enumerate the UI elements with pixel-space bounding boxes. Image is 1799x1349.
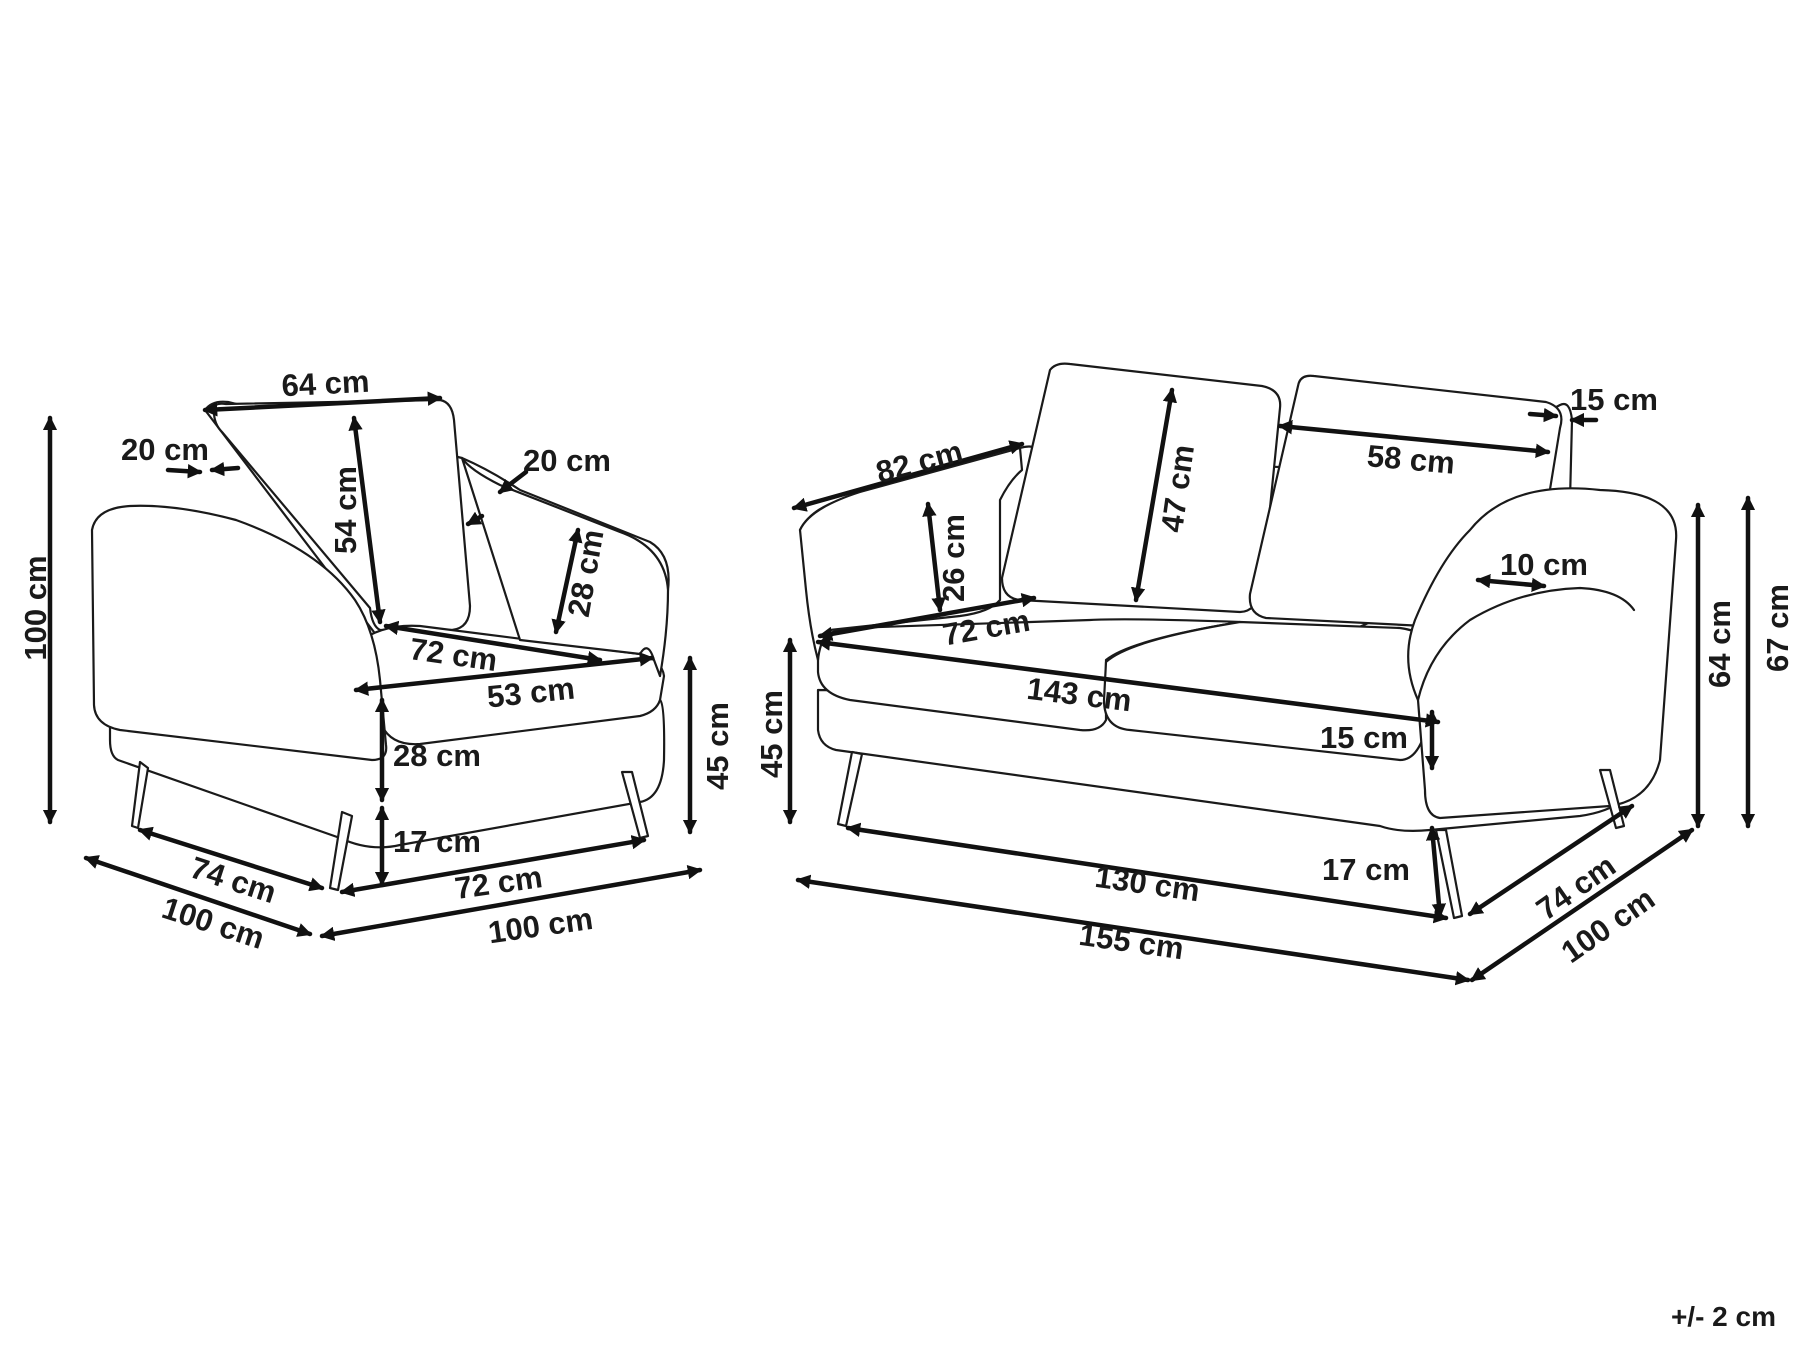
armchair-seat-depth-line xyxy=(353,652,655,696)
sofa-cushion-depth-line xyxy=(817,593,1037,641)
sofa-backrest-thickness-arrow-a xyxy=(1527,407,1559,423)
sofa-backrest-cushion-width-label: 58 cm xyxy=(1366,438,1457,481)
sofa-armrest-height-line xyxy=(922,501,946,613)
sofa-backrest-height-line xyxy=(1130,387,1178,603)
armchair-backrest-thickness-label: 20 cm xyxy=(121,432,209,467)
sofa-side-depth-line xyxy=(791,440,1025,512)
armchair-seat-height-label: 45 cm xyxy=(700,702,735,790)
sofa-outer-width-label: 155 cm xyxy=(1077,917,1186,966)
sofa-backrest-thickness-label: 15 cm xyxy=(1570,382,1658,417)
sofa-outer-width-line xyxy=(795,874,1471,986)
sofa-backrest-cushion-width-line xyxy=(1277,420,1551,458)
armchair-leg-height-label: 17 cm xyxy=(393,824,481,859)
sofa-leg-height-label: 17 cm xyxy=(1322,852,1410,887)
sofa-armrest-width-line xyxy=(1475,573,1547,593)
armchair-backrest-width-label: 64 cm xyxy=(281,364,371,404)
armchair-armrest-width-arrow xyxy=(497,469,529,495)
armchair-armrest-height-line xyxy=(551,527,583,635)
sofa-leg-front-left xyxy=(836,750,864,828)
armchair-leg-back-right xyxy=(620,770,650,840)
sofa-armrest-width-label: 10 cm xyxy=(1500,547,1588,582)
armchair-armrest-width-arrow-b xyxy=(465,511,485,527)
armchair-backrest-thickness-arrow-b xyxy=(209,461,241,477)
armchair-armrest-width-label: 20 cm xyxy=(523,443,611,478)
armchair-outer-width-label: 100 cm xyxy=(486,901,595,950)
armchair-cushion-thickness-label: 28 cm xyxy=(393,738,481,773)
tolerance-note: +/- 2 cm xyxy=(1671,1301,1776,1332)
armchair-backrest-height-label: 54 cm xyxy=(328,466,363,554)
armchair-leg-front-left xyxy=(130,760,150,830)
armchair-backrest-height-line xyxy=(348,415,386,625)
sofa-arm-height-label: 64 cm xyxy=(1702,600,1737,688)
sofa-seat-thickness-label: 15 cm xyxy=(1320,720,1408,755)
armchair-backrest-width-line xyxy=(202,391,443,417)
sofa-armrest-height-label: 26 cm xyxy=(936,514,971,602)
sofa-total-height-label: 67 cm xyxy=(1760,584,1795,672)
sofa-seat-width-line xyxy=(815,636,1441,728)
armchair-outer-depth-line xyxy=(83,855,313,937)
armchair-backrest-thickness-arrow-a xyxy=(165,464,203,479)
armchair-total-height-label: 100 cm xyxy=(18,555,53,660)
armchair-outer-width-line xyxy=(319,865,703,941)
sofa-inner-width-label: 130 cm xyxy=(1093,859,1202,908)
sofa-outer-depth-line xyxy=(1469,827,1695,983)
sofa-seat-height-label: 45 cm xyxy=(754,690,789,778)
